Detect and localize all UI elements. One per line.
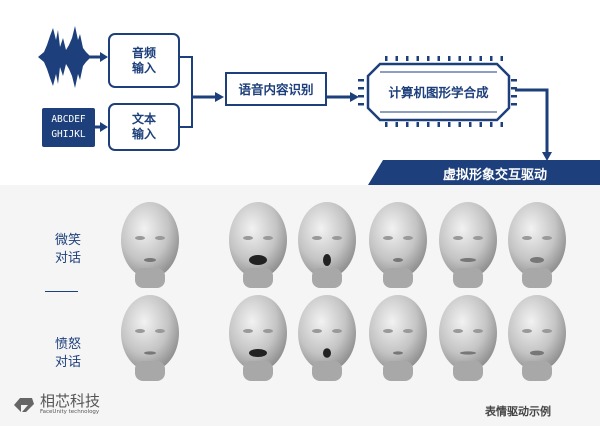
waveform-icon [38,26,90,88]
chip-pin [458,122,461,127]
face-head [369,202,427,288]
logo-subtitle: FaceUnity technology [40,409,100,415]
chip-pin [427,56,430,61]
chip-pin [500,56,503,61]
chip-pin [458,56,461,61]
examples-panel [0,185,600,426]
chip-pin [406,122,409,127]
face-head [298,295,356,381]
logo-name: 相芯科技 [40,392,101,410]
chip-pin [358,87,364,90]
chip-pin [358,79,364,82]
chip-pin [416,122,419,127]
chip-pin [448,56,451,61]
chip-pin [469,56,472,61]
face-head [229,202,287,288]
chip-pin [511,103,517,106]
avatar-driving-label: 虚拟形象交互驱动 [442,168,547,183]
examples-caption: 表情驱动示例 [485,405,551,418]
graphics-synthesis-label: 计算机图形学合成 [388,85,489,100]
divider [45,291,78,292]
flow-connectors [38,26,600,185]
chip-pin [511,95,517,98]
chip-pin [416,56,419,61]
text-sample-line: GHIJKL [51,129,86,140]
face-head [439,295,497,381]
face-head [439,202,497,288]
chip-pin [395,122,398,127]
chip-icon [358,56,517,127]
chip-pin [358,95,364,98]
chip-pin [490,122,493,127]
text-sample-line: ABCDEF [51,114,86,125]
face-head [508,295,566,381]
face-head [508,202,566,288]
speech-recognition-box: 语音内容识别 [225,72,327,106]
text-input-box: 文本 输入 [108,103,180,151]
avatar-banner-shape [368,160,600,185]
chip-pin [437,56,440,61]
face-head [229,295,287,381]
chip-pin [469,122,472,127]
chip-pin [490,56,493,61]
chip-pin [479,56,482,61]
face-heads [121,202,566,381]
face-head [298,202,356,288]
chip-pin [395,56,398,61]
chip-pin [427,122,430,127]
chip-pin [479,122,482,127]
chip-pin [511,87,517,90]
face-head [369,295,427,381]
chip-pin [385,56,388,61]
chip-pin [511,79,517,82]
chip-pin [500,122,503,127]
chip-pin [358,103,364,106]
face-head [121,295,179,381]
angry-dialogue-label: 愤怒 对话 [54,337,81,370]
text-sample-icon: ABCDEF GHIJKL [42,108,95,147]
chip-pin [385,122,388,127]
chip-pin [437,122,440,127]
smile-dialogue-label: 微笑 对话 [54,233,81,266]
chip-pin [448,122,451,127]
face-head [121,202,179,288]
chip-pin [406,56,409,61]
faceunity-logo-icon [14,397,34,412]
audio-input-box: 音频 输入 [108,33,180,88]
logo: 相芯科技 FaceUnity technology [12,393,100,416]
